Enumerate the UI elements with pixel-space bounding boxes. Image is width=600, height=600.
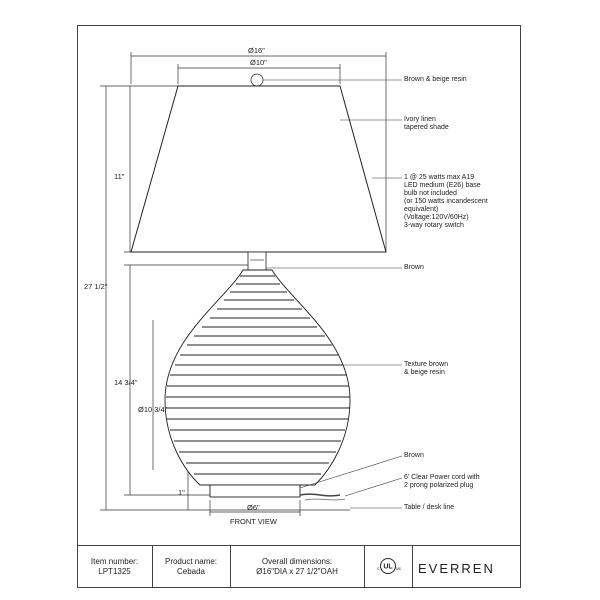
product-name-cell: Product name: Cebada bbox=[152, 545, 230, 588]
note-foot: Brown bbox=[404, 452, 424, 459]
item-number-cell: Item number: LPT1325 bbox=[77, 545, 152, 588]
view-label: FRONT VIEW bbox=[230, 517, 277, 526]
dim-shade-height: 11" bbox=[114, 172, 125, 181]
note-bulb: 1 @ 25 watts max A19 LED medium (E26) ba… bbox=[404, 174, 488, 229]
lamp-neck bbox=[247, 251, 267, 271]
lamp-shade bbox=[130, 85, 387, 253]
title-block-sep-2 bbox=[230, 545, 231, 588]
item-number-value: LPT1325 bbox=[98, 566, 131, 576]
lamp-foot bbox=[209, 484, 301, 498]
product-name-label: Product name: bbox=[164, 556, 218, 566]
dim-base-diameter: Ø10 3/4" bbox=[138, 405, 168, 414]
product-name-value: Cebada bbox=[176, 566, 206, 576]
overall-dimensions-label: Overall dimensions: bbox=[261, 556, 333, 566]
spec-sheet-border bbox=[77, 25, 521, 588]
item-number-label: Item number: bbox=[90, 556, 139, 566]
note-neck: Brown bbox=[404, 264, 424, 271]
finial bbox=[250, 73, 264, 87]
dim-base-height: 14 3/4" bbox=[114, 378, 138, 387]
svg-text:UL: UL bbox=[383, 564, 393, 571]
title-block-sep-3 bbox=[364, 545, 365, 588]
lamp-body bbox=[164, 269, 351, 486]
title-block-divider bbox=[77, 545, 521, 546]
power-cord bbox=[299, 493, 341, 497]
overall-dimensions-cell: Overall dimensions: Ø16"DIA x 27 1/2"OAH bbox=[230, 545, 364, 588]
svg-text:c: c bbox=[377, 566, 380, 571]
dim-shade-bottom-diameter: Ø16" bbox=[248, 46, 265, 55]
dim-shade-top-diameter: Ø10" bbox=[250, 58, 267, 67]
title-block-sep-4 bbox=[412, 545, 413, 588]
note-table-line: Table / desk line bbox=[404, 504, 455, 511]
note-body: Texture brown & beige resin bbox=[404, 361, 448, 376]
note-cord: 6' Clear Power cord with 2 prong polariz… bbox=[404, 474, 480, 489]
dim-foot-height: 1" bbox=[178, 488, 185, 497]
dim-total-height: 27 1/2" bbox=[84, 282, 108, 291]
ul-certification-logo: UL c us bbox=[377, 558, 401, 574]
title-block-sep-1 bbox=[152, 545, 153, 588]
brand-logo: EVERREN bbox=[418, 561, 495, 576]
overall-dimensions-value: Ø16"DIA x 27 1/2"OAH bbox=[256, 566, 338, 576]
svg-text:us: us bbox=[396, 566, 401, 571]
dim-foot-diameter: Ø6" bbox=[247, 503, 260, 512]
note-finial: Brown & beige resin bbox=[404, 76, 467, 83]
note-shade: Ivory linen tapered shade bbox=[404, 116, 449, 131]
